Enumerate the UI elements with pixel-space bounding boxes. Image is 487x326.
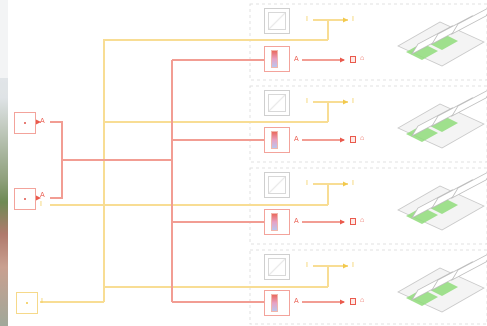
roof-module-3	[397, 172, 487, 231]
monitor-3	[264, 172, 290, 198]
monitor-4-label: I	[306, 262, 308, 269]
monitor-icon	[268, 12, 286, 30]
inverter-3-label: A	[294, 218, 299, 225]
signal-trunk	[103, 39, 328, 302]
signal-arrow-3	[343, 181, 348, 187]
roof-ridge	[450, 90, 487, 118]
home-icon: ⌂	[360, 217, 365, 224]
source-arrow-2	[36, 195, 41, 201]
power-arrow-4	[340, 299, 345, 305]
signal-monitor-1	[313, 19, 329, 40]
monitor-2-out-label: I	[352, 98, 354, 105]
device-icon	[26, 302, 28, 304]
meter-icon	[350, 136, 356, 143]
source-2-signal-label: I	[40, 201, 42, 208]
monitor-4	[264, 254, 290, 280]
inverter-1-label: A	[294, 56, 299, 63]
photo-strip-top	[0, 0, 8, 78]
meter-icon	[350, 298, 356, 305]
roof-ridge	[450, 172, 487, 200]
roof-green-strip	[406, 207, 438, 224]
panel-group-2	[249, 85, 487, 163]
monitor-1-label: I	[306, 16, 308, 23]
signal-arrow-2	[343, 99, 348, 105]
monitor-3-label: I	[306, 180, 308, 187]
roof-modules	[397, 8, 487, 313]
roof-green-strip	[426, 279, 458, 296]
monitor-4-out-label: I	[352, 262, 354, 269]
meter-icon	[350, 218, 356, 225]
roof-green-strip	[406, 125, 438, 142]
roof-green-strip	[426, 33, 458, 50]
home-icon: ⌂	[360, 55, 365, 62]
photo-strip	[0, 0, 8, 326]
roof-module-4	[397, 254, 487, 313]
inverter-3	[264, 209, 290, 235]
roof-green-strip	[426, 197, 458, 214]
roof-module-1	[397, 8, 487, 67]
source-1-power-label: A	[40, 118, 45, 125]
power-arrow-2	[340, 137, 345, 143]
inverter-4-label: A	[294, 298, 299, 305]
inverter-icon	[271, 294, 278, 312]
power-arrow-1	[340, 57, 345, 63]
power-wires	[50, 59, 344, 303]
inverter-2	[264, 127, 290, 153]
monitor-icon	[268, 176, 286, 194]
roof-green-strip	[426, 115, 458, 132]
home-icon: ⌂	[360, 297, 365, 304]
inverter-icon	[271, 213, 278, 231]
monitor-1	[264, 8, 290, 34]
source-2-power-label: A	[40, 192, 45, 199]
signal-monitor-3	[313, 183, 329, 205]
signal-monitor-2	[313, 101, 329, 122]
roof-module-2	[397, 90, 487, 149]
inverter-icon	[271, 131, 278, 149]
monitor-icon	[268, 258, 286, 276]
source-arrow-1	[36, 119, 41, 125]
signal-arrow-1	[343, 17, 348, 23]
signal-monitor-4	[313, 265, 329, 287]
signal-arrow-4	[343, 263, 348, 269]
power-arrow-3	[340, 219, 345, 225]
roof-green-strip	[406, 289, 438, 306]
inverter-1	[264, 46, 290, 72]
monitor-2-label: I	[306, 98, 308, 105]
panel-group-1	[249, 3, 487, 81]
inverter-2-label: A	[294, 136, 299, 143]
roof-ridge	[450, 254, 487, 282]
source-3-signal-label: I	[41, 298, 43, 305]
monitor-1-out-label: I	[352, 16, 354, 23]
roof-green-strip	[406, 43, 438, 60]
source-device-3	[16, 292, 38, 314]
device-icon	[24, 122, 26, 124]
inverter-icon	[271, 50, 278, 68]
inverter-4	[264, 290, 290, 316]
meter-icon	[350, 56, 356, 63]
device-icon	[24, 198, 26, 200]
source-device-2	[14, 188, 36, 210]
power-source-bus	[50, 121, 63, 199]
home-icon: ⌂	[360, 135, 365, 142]
monitor-icon	[268, 94, 286, 112]
monitor-3-out-label: I	[352, 180, 354, 187]
source-device-1	[14, 112, 36, 134]
roof-ridge	[450, 8, 487, 36]
monitor-2	[264, 90, 290, 116]
